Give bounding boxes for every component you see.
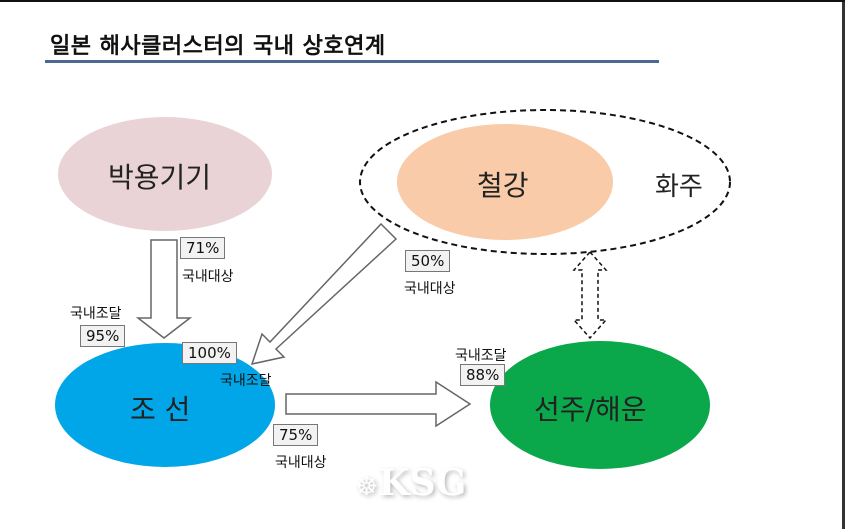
shipping-label: 선주/해운: [534, 393, 647, 426]
logo-text: KSG: [378, 462, 467, 504]
ksg-watermark-logo: ☸KSG: [355, 462, 467, 504]
label-ship-to-owner: 국내대상: [275, 455, 327, 471]
title-underline: [45, 60, 659, 63]
steel-node: [397, 124, 613, 240]
label-equip-to-ship: 국내대상: [182, 269, 234, 285]
shipbuilding-node: [55, 343, 275, 467]
steel-label: 철강: [477, 169, 529, 202]
marine-equipment-node: [58, 117, 272, 231]
cargo-owner-group: [359, 109, 731, 255]
cargo-owner-label: 화주: [655, 172, 703, 202]
pct-ship-procure-steel: 100%: [182, 342, 237, 364]
arrow-equipment-to-shipbuilding: [135, 239, 193, 339]
pct-ship-procure-equip: 95%: [80, 325, 126, 347]
page-title: 일본 해사클러스터의 국내 상호연계: [50, 34, 386, 59]
marine-equipment-label: 박용기기: [108, 161, 212, 194]
pct-ship-to-owner: 75%: [273, 424, 319, 446]
arrow-shipbuilding-to-shipping: [285, 380, 472, 428]
double-arrow-shipping-cargo: [572, 250, 608, 340]
shipping-node: [490, 341, 710, 469]
right-border: [842, 2, 845, 529]
label-owner-procure: 국내조달: [455, 348, 507, 364]
arrow-steel-to-shipbuilding: [250, 222, 398, 366]
pct-owner-procure: 88%: [460, 364, 506, 386]
pct-steel-to-ship: 50%: [405, 250, 451, 272]
label-steel-to-ship: 국내대상: [404, 281, 456, 297]
shipbuilding-label: 조 선: [130, 393, 191, 426]
label-ship-procure-equip: 국내조달: [70, 306, 122, 322]
pct-equip-to-ship: 71%: [180, 237, 226, 259]
label-ship-procure-steel: 국내조달: [220, 373, 272, 389]
